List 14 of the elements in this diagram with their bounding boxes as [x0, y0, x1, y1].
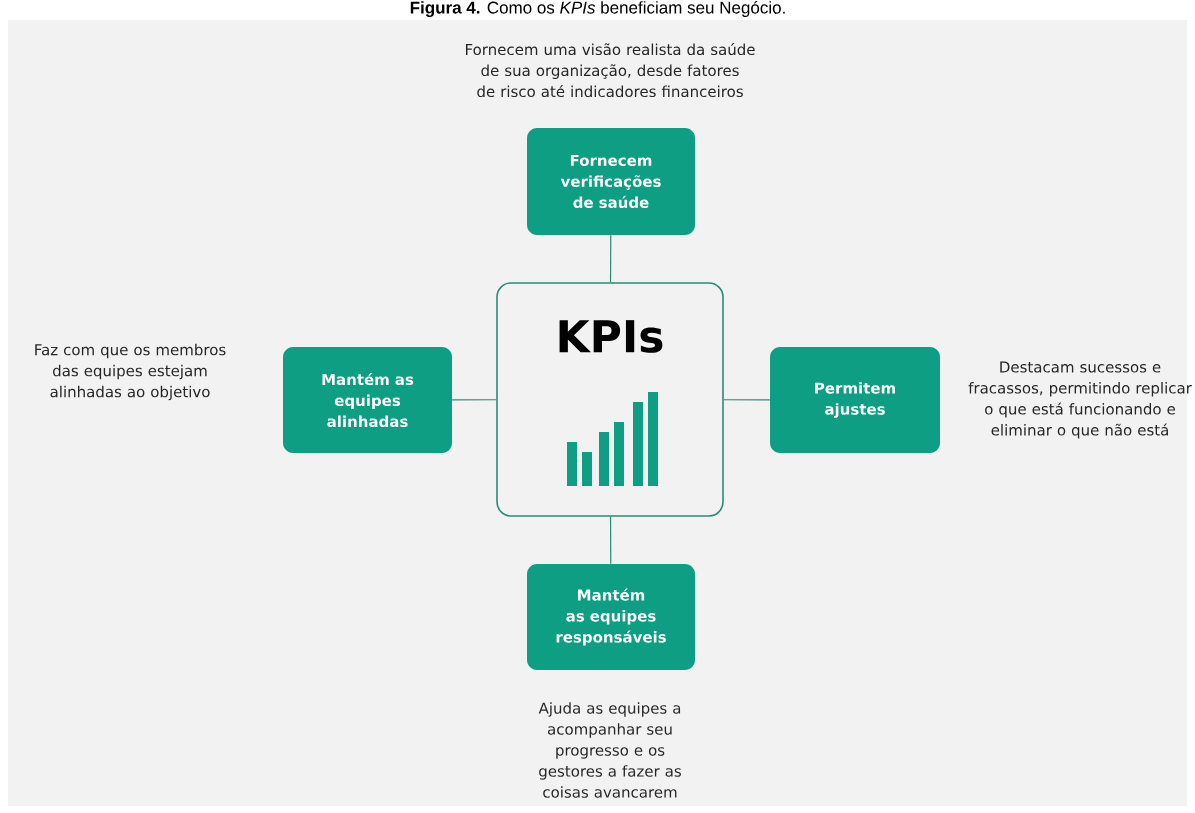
- connector-line: [451, 399, 497, 401]
- connector-line: [609, 234, 612, 283]
- description-text: Fornecem uma visão realista da saúde de sua organização, desde fatores de risco até indicadores financeiros: [466, 42, 755, 98]
- topic-box: Permitem ajustes: [770, 347, 940, 453]
- topic-box: Mantém as equipes alinhadas: [283, 347, 452, 453]
- figure-title: Figura 4. Como os KPIs beneficiam seu Negócio.: [410, 0, 785, 18]
- center-box: KPIs: [496, 282, 724, 517]
- connector-line: [723, 399, 771, 401]
- topic-box: Fornecem verificações de saúde: [527, 128, 695, 235]
- description-text: Ajuda as equipes a acompanhar seu progresso e os gestores a fazer as coisas avancarem: [538, 702, 681, 798]
- description-text: Faz com que os membros das equipes estejam alinhadas ao objetivo: [35, 343, 226, 401]
- topic-box: Mantém as equipes responsáveis: [527, 564, 695, 670]
- description-text: Destacam sucessos e fracassos, permitindo replicar o que está funcionando e eliminar o que não está: [968, 361, 1192, 439]
- connector-line: [609, 516, 612, 565]
